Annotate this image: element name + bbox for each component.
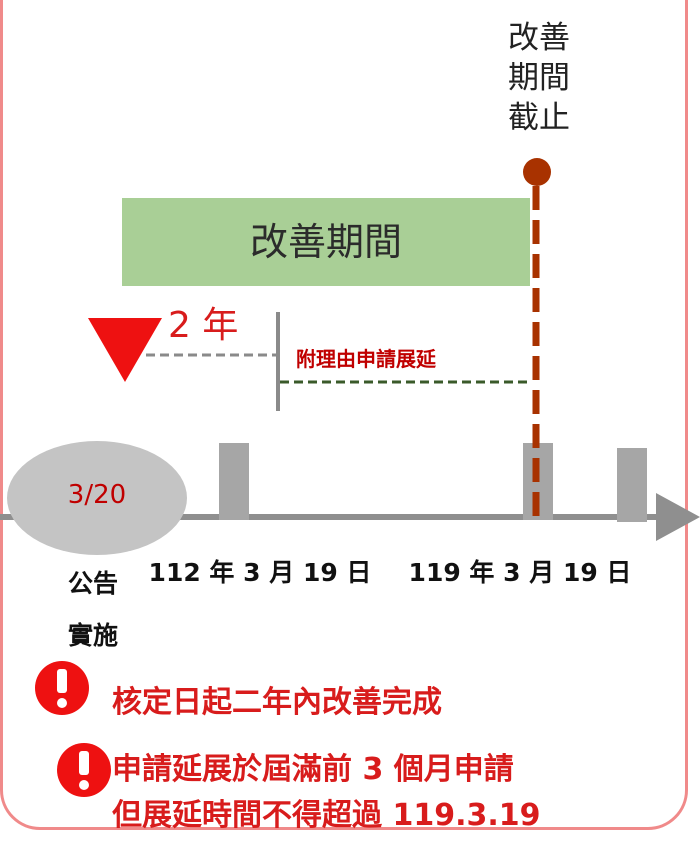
announce-date: 3/20 [67,480,127,510]
deadline-line-2: 期間 [508,60,570,96]
year-marker-1 [219,443,249,520]
improvement-period-box [122,198,530,286]
note-improve-within-two-years: 核定日起二年內改善完成 [112,685,442,720]
note-apply-extension: 申請延展於屆滿前 3 個月申請 [112,752,514,787]
extension-label: 附理由申請展延 [296,347,436,371]
exclamation-icon [57,743,111,797]
timeline-arrowhead [656,493,700,541]
deadline-line-1: 改善 [508,20,570,56]
year-marker-3 [617,448,647,522]
date-label-112: 112 年 3 月 19 日 [148,558,372,587]
announce-triangle-icon [88,318,162,382]
two-years-label: 2 年 [168,305,239,346]
date-label-119: 119 年 3 月 19 日 [408,558,632,587]
deadline-label: 改善 期間 截止 [497,18,581,138]
deadline-dot [523,158,551,186]
announce-oval [7,441,187,555]
rounded-frame [0,0,688,830]
note-extension-limit: 但展延時間不得超過 119.3.19 [112,798,541,833]
announce-label: 公告實施 [67,569,118,650]
improvement-period-label: 改善期間 [249,220,402,264]
exclamation-icon [35,661,89,715]
deadline-line-3: 截止 [508,100,570,136]
